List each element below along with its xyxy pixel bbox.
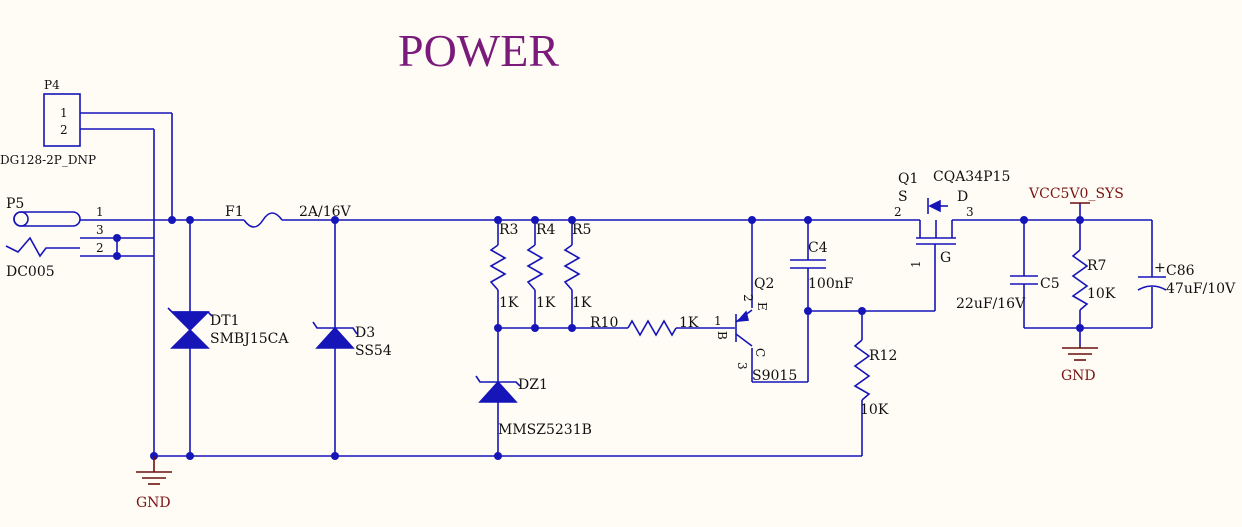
q1-value: CQA34P15: [933, 169, 1010, 185]
q2-pin-b: B: [715, 331, 729, 340]
p5-ref: P5: [6, 196, 24, 212]
q2-ref: Q2: [754, 276, 774, 292]
p5-pin-2: 2: [96, 241, 104, 255]
q1-pin-2: 2: [894, 205, 902, 219]
dz1-value: MMSZ5231B: [498, 422, 592, 438]
gnd-right: GND: [1061, 346, 1098, 384]
d3-value: SS54: [355, 343, 392, 359]
r7-value: 10K: [1087, 286, 1116, 302]
resistor-r10: R10 1K: [590, 315, 699, 337]
gnd-left: GND: [136, 456, 172, 511]
f1-ref: F1: [225, 204, 244, 220]
p4-ref: P4: [44, 78, 60, 92]
r10-value: 1K: [679, 315, 699, 331]
q1-pin-3: 3: [966, 205, 974, 219]
p4-pin-1: 1: [60, 106, 68, 120]
p5-pin-1: 1: [96, 205, 104, 219]
r12-value: 10K: [860, 402, 889, 418]
vcc-label: VCC5V0_SYS: [1028, 186, 1124, 202]
junctions: [113, 216, 1084, 460]
q2-pin-1: 1: [714, 314, 722, 328]
page-title: POWER: [398, 25, 559, 76]
fuse-f1: F1 2A/16V: [225, 204, 352, 228]
dz1-ref: DZ1: [518, 377, 548, 393]
p4-pin-2: 2: [60, 123, 68, 137]
gnd-right-label: GND: [1061, 368, 1096, 384]
q1-pin-s: S: [898, 189, 908, 205]
c4-value: 100nF: [808, 276, 854, 292]
r3-ref: R3: [499, 222, 518, 238]
capacitor-c5: C5 22uF/16V: [956, 275, 1060, 312]
q1-pin-1: 1: [909, 260, 923, 268]
resistor-r7: R7 10K: [1071, 249, 1116, 311]
tvs-dt1: DT1 SMBJ15CA: [167, 307, 289, 349]
d3-ref: D3: [355, 325, 375, 341]
q2-value: S9015: [752, 368, 797, 384]
c86-polarity: +: [1154, 260, 1166, 276]
gnd-left-label: GND: [136, 495, 171, 511]
resistor-r5: R5 1K: [563, 222, 592, 311]
r4-value: 1K: [536, 295, 556, 311]
r12-ref: R12: [869, 348, 897, 364]
r4-ref: R4: [536, 222, 556, 238]
resistor-r12: R12 10K: [853, 339, 897, 418]
r5-value: 1K: [572, 295, 592, 311]
r5-ref: R5: [572, 222, 591, 238]
dt1-value: SMBJ15CA: [210, 331, 289, 347]
resistor-r3: R3 1K: [489, 222, 519, 311]
c5-ref: C5: [1040, 276, 1060, 292]
c4-ref: C4: [808, 240, 828, 256]
q1-pin-d: D: [957, 189, 968, 205]
net-vcc: VCC5V0_SYS: [1028, 186, 1124, 204]
zener-dz1: DZ1 MMSZ5231B: [475, 375, 592, 438]
c86-ref: C86: [1166, 263, 1195, 279]
p4-part: DG128-2P_DNP: [0, 153, 96, 167]
r10-ref: R10: [590, 315, 618, 331]
diode-d3: D3 SS54: [312, 321, 392, 359]
q2-pin-c: C: [753, 348, 767, 357]
p5-part: DC005: [6, 264, 55, 280]
wires: [80, 112, 1153, 457]
capacitor-c86: + C86 47uF/10V: [1137, 260, 1236, 297]
f1-value: 2A/16V: [299, 204, 352, 220]
q2-pin-2: 2: [741, 294, 755, 302]
q2-pin-3: 3: [735, 362, 749, 370]
mosfet-q1: Q1 CQA34P15 S D 2 3 G 1: [894, 169, 1010, 268]
c5-value: 22uF/16V: [956, 296, 1026, 312]
c86-value: 47uF/10V: [1166, 281, 1236, 297]
r3-value: 1K: [499, 295, 519, 311]
transistor-q2: Q2 2 E 1 B C 3 S9015: [714, 276, 797, 384]
q2-pin-e: E: [755, 302, 769, 311]
q1-ref: Q1: [898, 171, 918, 187]
q1-pin-g: G: [940, 250, 951, 266]
r7-ref: R7: [1087, 258, 1106, 274]
dt1-ref: DT1: [210, 313, 239, 329]
connector-p4: P4 1 2 DG128-2P_DNP: [0, 78, 96, 167]
p5-pin-3: 3: [96, 223, 104, 237]
resistor-r4: R4 1K: [526, 222, 556, 311]
capacitor-c4: C4 100nF: [790, 240, 854, 292]
connector-p5: P5 1 3 2 DC005: [5, 196, 104, 280]
